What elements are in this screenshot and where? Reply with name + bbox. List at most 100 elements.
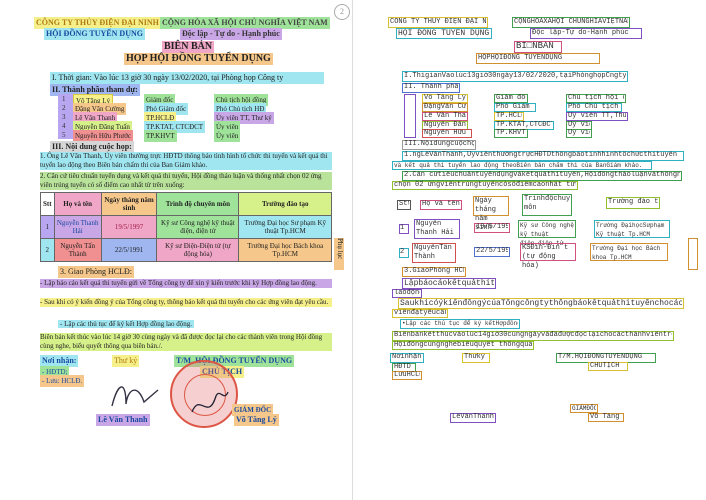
ocr-box [392, 371, 422, 380]
side-tag: Phụ lục [334, 238, 344, 270]
ocr-box [588, 413, 624, 422]
ocr-table-header: Stt [399, 200, 409, 208]
table-cell: Nguyễn Thanh Hải [53, 215, 102, 239]
member-role: TP.KHVT [144, 130, 177, 142]
ocr-member-name: Nguyễn Đăng Tuấn [424, 121, 466, 129]
ocr-republic: CỘNGHÒAXÃHỘI CHUNGHĨAVIỆTNAM [514, 18, 628, 26]
table-header: Trình độ chuyên môn [156, 192, 240, 216]
ocr-box [392, 309, 448, 318]
ocr-box [462, 353, 490, 363]
ocr-bullet-2: SaukhicóýkiếnđồngýcủaTổngcôngtythôngbáok… [400, 299, 682, 308]
ocr-paragraph-1: 1.ngLêVănThanh,ỦyviênthườngtrựcHĐTDthông… [404, 151, 678, 159]
member-name: Nguyễn Hữu Phước [73, 130, 134, 142]
ocr-box [388, 17, 488, 28]
ocr-table-cell: 2 [400, 248, 405, 256]
ocr-box [402, 151, 684, 161]
ocr-recipients-label: Nơinhận: [392, 353, 422, 361]
bullet-2: - Sau khi có ý kiến đồng ý của Tổng công… [40, 298, 332, 307]
ocr-member-role: TP.KTAT,CTCĐCT [496, 121, 552, 129]
ocr-table-cell: NguyễnTấn Thành [414, 244, 452, 261]
ocr-box [404, 94, 416, 138]
ocr-box [412, 243, 456, 263]
paragraph-2: 2. Căn cứ tiêu chuẩn tuyển dụng và kết q… [40, 172, 332, 190]
ocr-box [566, 103, 622, 112]
ocr-box [399, 248, 409, 258]
ocr-box [474, 247, 510, 257]
ocr-box [494, 129, 528, 138]
ocr-member-role: Giám đốc [496, 94, 526, 102]
table-header: Ngày tháng năm sinh [100, 192, 158, 216]
ocr-paragraph-2b: chọn 02 ứngviêntrúngtuyểncósốđiểmcaonhất… [394, 181, 576, 189]
council-name: HỘI ĐỒNG TUYỂN DỤNG [44, 28, 145, 40]
motto: Độc lập - Tự do - Hạnh phúc [180, 28, 282, 40]
ocr-chair-title: CHỦTỊCH [590, 362, 620, 370]
ocr-box [422, 94, 468, 103]
recipients-label: Nơi nhận: [40, 355, 79, 367]
table-cell: Kỹ sư Điện-Điện tử (tự động hóa) [156, 238, 240, 262]
secretary-name: Lê Văn Thanh [96, 414, 150, 426]
ocr-members-heading: II. Thành phần tham dự: [404, 83, 458, 91]
ocr-table-header: Họ và tên [422, 200, 460, 208]
ocr-chair-org: T/M.HỘIĐỒNGTUYỂNDỤNG [558, 353, 643, 361]
ocr-box [422, 129, 472, 138]
closing-paragraph: Biên bản kết thúc vào lúc 14 giờ 30 cùng… [40, 333, 332, 351]
ocr-director-name: Võ Tăng Lý [590, 413, 622, 421]
ocr-member-role: TP.KHVT [496, 129, 526, 137]
ocr-box [398, 298, 684, 309]
ocr-closing-b: Hộiđồngcùngnghebiểuquyết thôngqua biênbả… [394, 341, 532, 349]
ocr-member-council-role: Phó Chủ tịch HĐ [568, 103, 620, 111]
ocr-box [402, 278, 496, 289]
ocr-box [402, 171, 682, 181]
ocr-box [566, 94, 626, 103]
ocr-member-role: Phó Giám đốc [496, 103, 534, 111]
ocr-box [520, 243, 576, 261]
ocr-box [392, 161, 652, 170]
chair-signature [191, 391, 229, 413]
ocr-box [400, 319, 520, 329]
ocr-box [422, 112, 468, 121]
ocr-director-label: GIÁMĐỐC [572, 405, 596, 412]
ocr-box [570, 404, 598, 413]
ocr-box [402, 83, 460, 93]
ocr-table-cell: Nguyễn Thanh Hải [416, 220, 454, 237]
candidates-table: Stt Họ và tên Ngày tháng năm sinh Trình … [40, 192, 332, 262]
table-cell: Trường Đại học Sư phạm Kỹ thuật Tp.HCM [238, 215, 332, 239]
secretary-label: Thư ký [112, 355, 140, 367]
table-row: 1 Nguyễn Thanh Hải 19/5/1997 Kỹ sư Công … [40, 215, 332, 239]
ocr-box [474, 223, 510, 233]
ocr-table-header: Ngày tháng năm sinh [475, 197, 497, 232]
ocr-box [420, 200, 462, 210]
ocr-member-council-role: Ủy viên [568, 129, 590, 137]
ocr-closing: Biênbảnkếtthúcvàolúc14giờ30cùngngàyvàđãđ… [394, 331, 672, 339]
ocr-recipient: HĐTD [394, 363, 411, 371]
ocr-recipient: LưuHCLĐ [394, 371, 420, 379]
ocr-bullet-3: •Lập các thủ tục để ký kếtHợpđồng laođộn… [402, 320, 518, 327]
ocr-box [514, 41, 562, 53]
table-header: Stt [40, 192, 55, 216]
ocr-paragraph-1b: và kết quả thi tuyển lao động theoBiên b… [394, 162, 643, 169]
ocr-table-cell: 19/5/1997 [476, 223, 508, 231]
time-line: I. Thời gian: Vào lúc 13 giờ 30 ngày 13/… [50, 72, 324, 84]
member-council-role: Ủy viên [214, 130, 241, 142]
table-cell: Trường Đại học Bách khoa Tp.HCM [238, 238, 332, 262]
ocr-member-name: Lê Văn Thanh [424, 112, 466, 120]
table-cell: 19/5/1997 [100, 215, 158, 239]
ocr-box [590, 243, 668, 261]
table-cell: 1 [40, 215, 55, 239]
ocr-table-cell: KSĐin-Đin t (tự động hóa) [522, 244, 569, 270]
ocr-member-name: ĐặngVăn Cường [424, 103, 466, 111]
ocr-box [392, 181, 578, 190]
ocr-box [522, 194, 572, 216]
table-cell: Nguyễn Tấn Thành [53, 238, 102, 262]
ocr-box [588, 362, 628, 371]
bullet-1: - Lập báo cáo kết quả thi tuyển gửi về T… [40, 279, 332, 288]
ocr-box [473, 196, 509, 216]
ocr-doc-type: BI□NBAN [516, 42, 554, 51]
ocr-box [494, 103, 536, 112]
ocr-box [606, 197, 660, 209]
ocr-side-tag-box [688, 238, 698, 270]
ocr-box [594, 220, 670, 238]
ocr-secretary-name: LêVănThanh [452, 413, 494, 421]
